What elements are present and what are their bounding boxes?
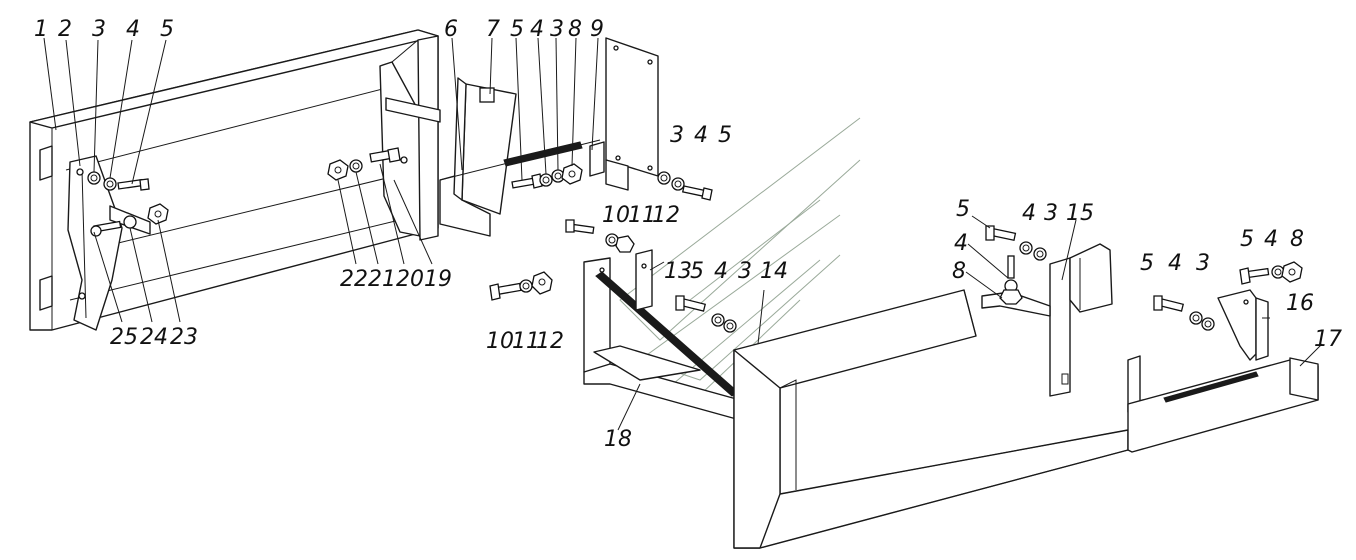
callout: 2 xyxy=(58,17,72,42)
callout: 7 xyxy=(486,17,500,42)
callout: 12 xyxy=(536,329,564,354)
left-hardware xyxy=(87,171,169,237)
callout: 3 xyxy=(738,259,752,284)
callout: 4 xyxy=(954,231,968,256)
callout: 9 xyxy=(590,17,604,42)
callout: 5 xyxy=(1240,227,1254,252)
callout: 5 xyxy=(956,197,970,222)
callout: 17 xyxy=(1314,327,1342,352)
callout: 21 xyxy=(368,267,396,292)
callout: 19 xyxy=(424,267,452,292)
callout: 3 xyxy=(1044,201,1058,226)
upright-15 xyxy=(981,243,1113,397)
callout: 8 xyxy=(568,17,582,42)
end-panel-17 xyxy=(1127,355,1319,453)
callout: 3 xyxy=(550,17,564,42)
callout: 22 xyxy=(340,267,368,292)
callout: 20 xyxy=(396,267,424,292)
lower-bracket-18 xyxy=(583,249,741,421)
leader-lines xyxy=(43,37,1323,431)
callout: 6 xyxy=(444,17,458,42)
callout: 3 xyxy=(92,17,106,42)
callout: 4 xyxy=(714,259,728,284)
callout: 10 xyxy=(486,329,514,354)
callout: 4 xyxy=(1022,201,1036,226)
callout: 5 xyxy=(160,17,174,42)
left-bracket xyxy=(67,155,123,331)
callout: 5 xyxy=(690,259,704,284)
callout: 5 xyxy=(510,17,524,42)
callout: 8 xyxy=(952,259,966,284)
callout-labels: 1 2 3 4 5 6 7 5 4 3 8 9 3 4 5 10 11 12 1… xyxy=(34,17,1342,452)
callout: 16 xyxy=(1286,291,1314,316)
callout: 5 xyxy=(718,123,732,148)
callout: 24 xyxy=(140,325,168,350)
callout: 25 xyxy=(110,325,138,350)
callout: 23 xyxy=(170,325,198,350)
panel-end-bracket xyxy=(379,35,441,241)
hardware-5-4-3-mid xyxy=(675,295,737,333)
callout: 13 xyxy=(664,259,692,284)
hardware-right-1 xyxy=(1153,295,1215,331)
panel-9 xyxy=(605,37,659,191)
callout: 4 xyxy=(1168,251,1182,276)
callout: 3 xyxy=(670,123,684,148)
hardware-10-11-12-bottom xyxy=(489,271,553,301)
callout: 12 xyxy=(652,203,680,228)
callout: 3 xyxy=(1196,251,1210,276)
callout: 10 xyxy=(602,203,630,228)
hardware-10-11-12-top xyxy=(565,219,635,253)
callout: 8 xyxy=(1290,227,1304,252)
callout: 5 xyxy=(1140,251,1154,276)
plate-6-7 xyxy=(439,77,605,237)
callout: 1 xyxy=(34,17,48,42)
callout: 4 xyxy=(126,17,140,42)
callout: 4 xyxy=(694,123,708,148)
callout: 4 xyxy=(1264,227,1278,252)
callout: 18 xyxy=(604,427,632,452)
callout: 4 xyxy=(530,17,544,42)
callout: 14 xyxy=(760,259,788,284)
callout: 15 xyxy=(1066,201,1094,226)
left-panel-assembly xyxy=(29,29,439,331)
hardware-upright xyxy=(985,225,1047,305)
bracket-16 xyxy=(1217,289,1269,361)
center-hardware xyxy=(327,147,401,181)
panel9-hardware xyxy=(657,171,713,201)
plate-hardware xyxy=(511,163,583,189)
bottom-tray-14 xyxy=(733,289,1129,549)
callout: 11 xyxy=(512,329,540,354)
callout: 11 xyxy=(628,203,656,228)
hardware-right-2 xyxy=(1239,261,1303,285)
